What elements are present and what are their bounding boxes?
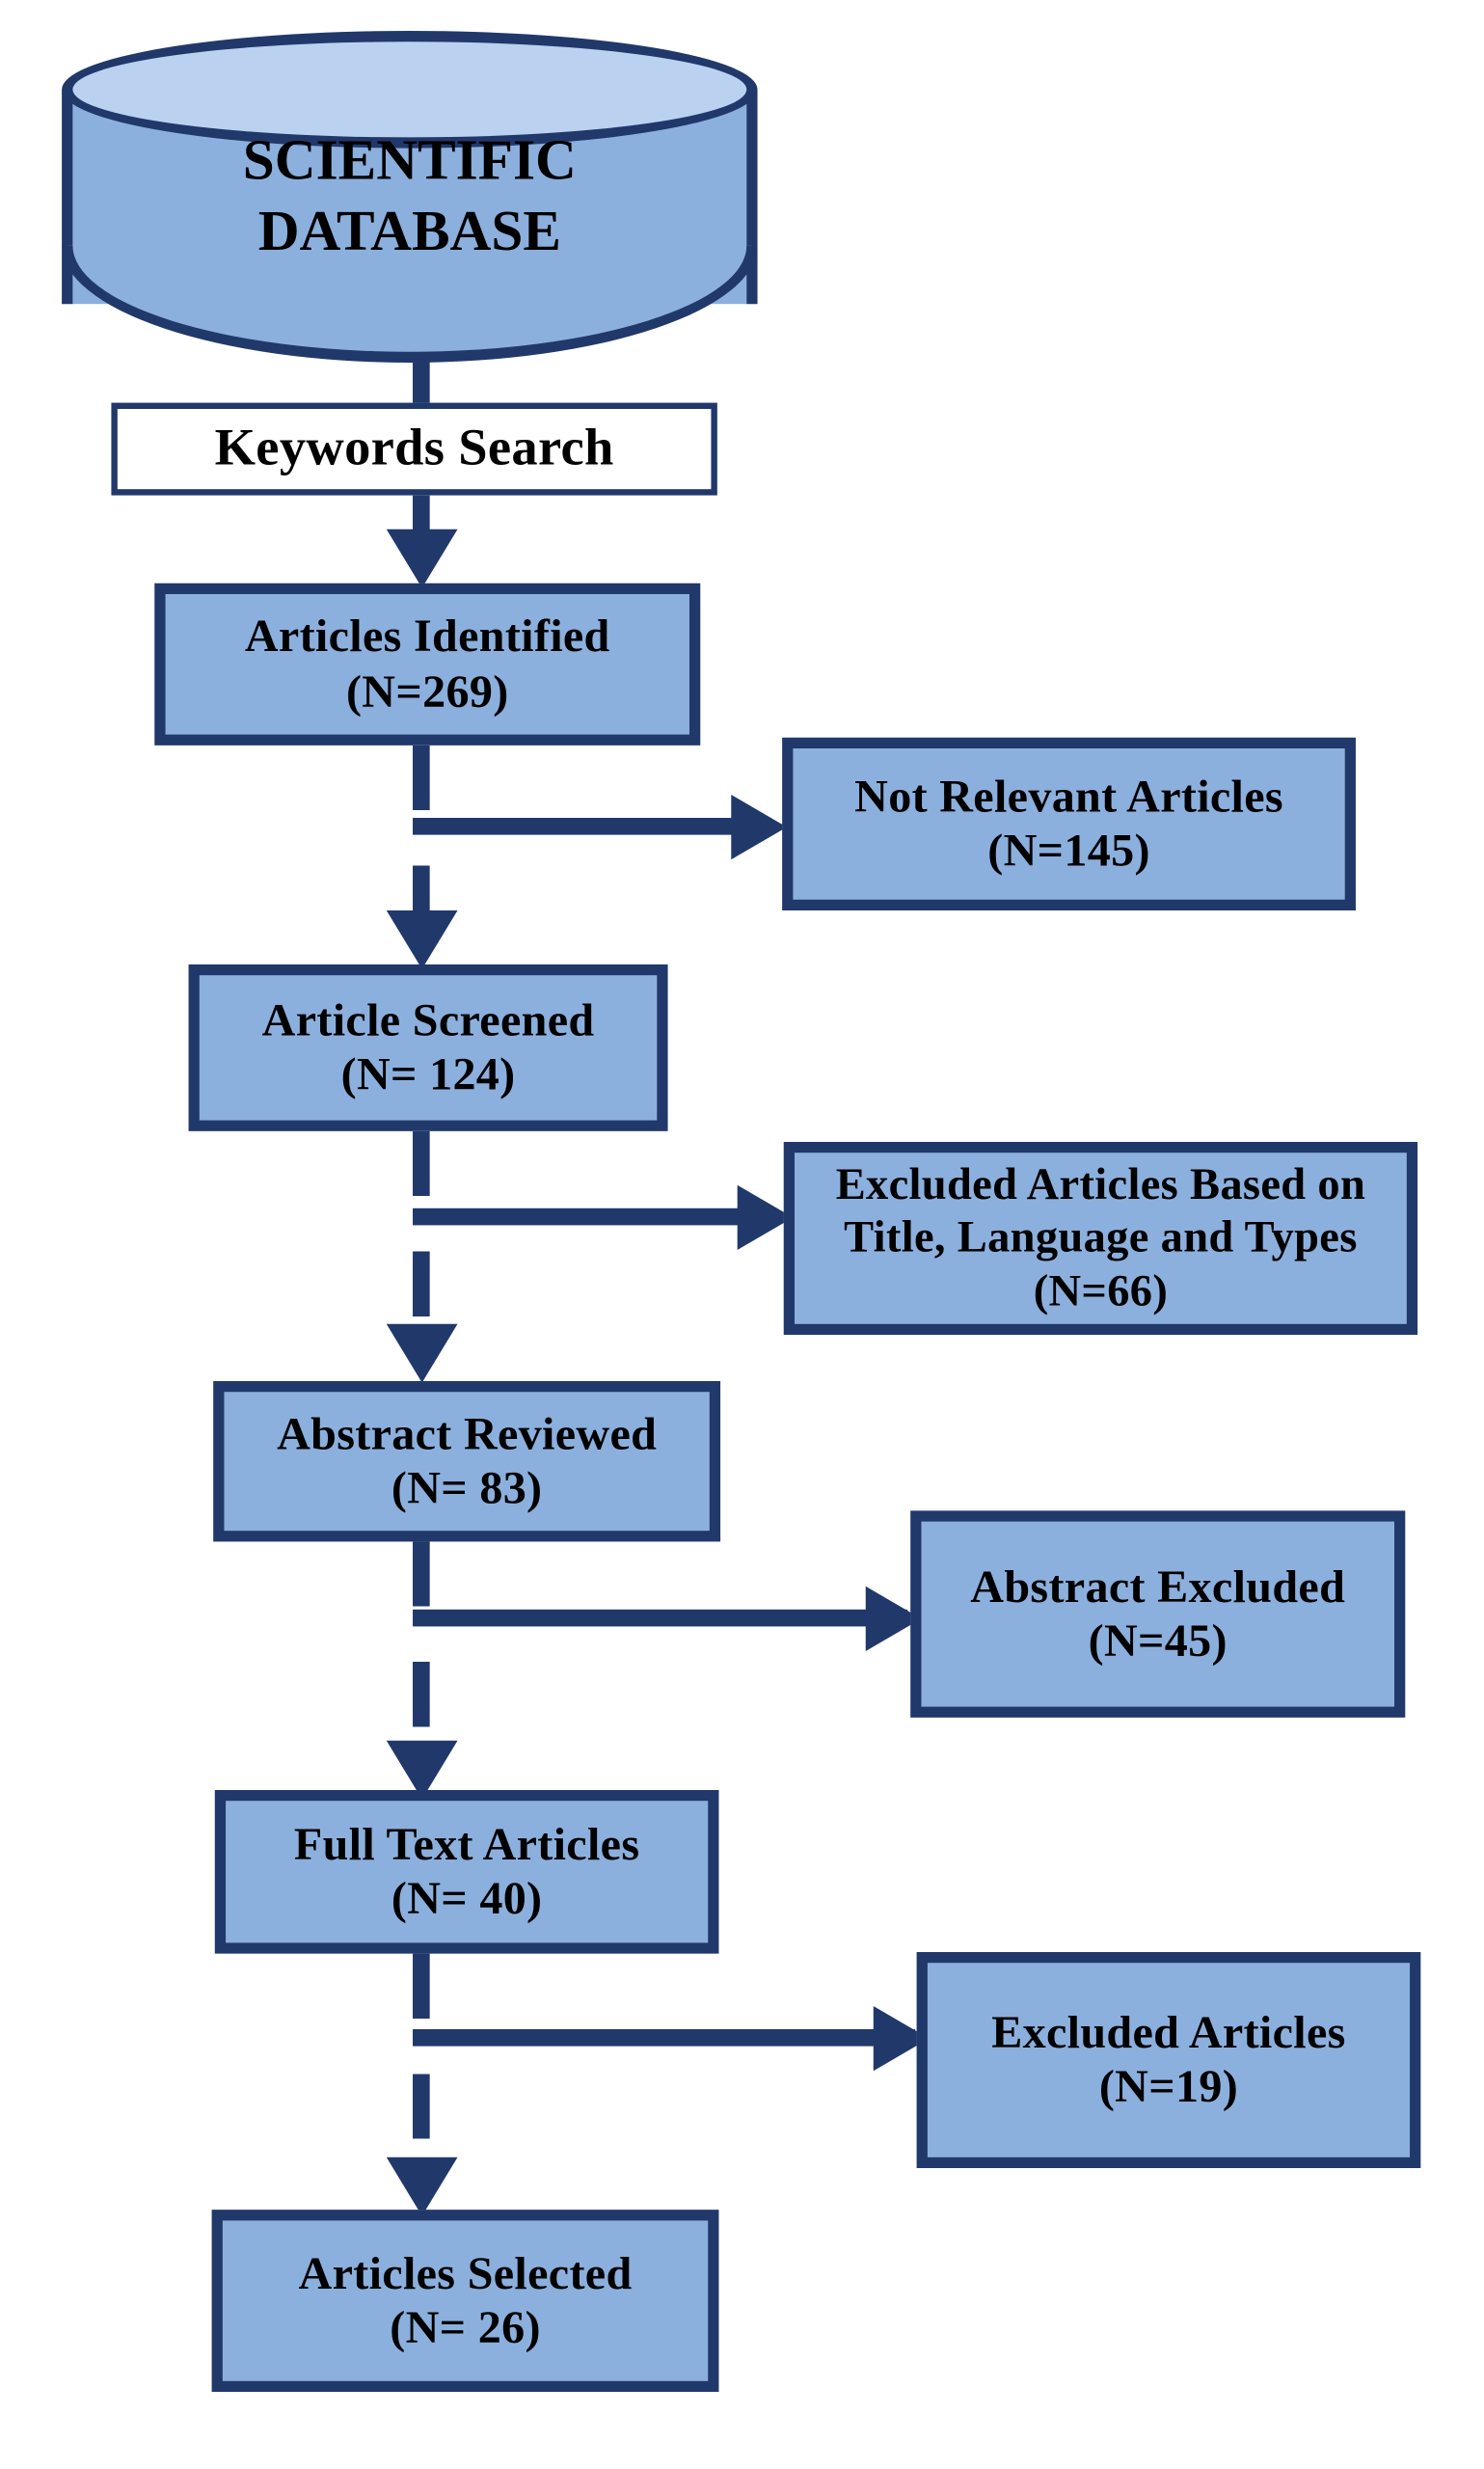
excluded-title-line1: Excluded Articles Based on — [835, 1160, 1366, 1210]
articles-identified-line2: (N=269) — [345, 665, 509, 718]
connector-to-abstract-excluded — [413, 1609, 908, 1627]
abstract-excluded-line2: (N=45) — [1088, 1615, 1228, 1667]
node-scientific-database[interactable]: SCIENTIFIC DATABASE — [62, 31, 758, 363]
node-excluded-title-language-types[interactable]: Excluded Articles Based on Title, Langua… — [783, 1142, 1418, 1335]
arrowhead-keywords-to-identified — [386, 529, 458, 588]
cylinder-top — [62, 31, 758, 149]
connector-screened-to-abstract — [413, 1130, 430, 1347]
keywords-search-label: Keywords Search — [214, 420, 614, 477]
abstract-reviewed-line1: Abstract Reviewed — [277, 1408, 658, 1459]
full-text-line2: (N= 40) — [391, 1873, 543, 1925]
connector-to-not-relevant — [413, 818, 771, 835]
connector-fulltext-to-selected — [413, 1953, 430, 2185]
arrowhead-identified-to-screened — [386, 910, 458, 969]
articles-selected-line1: Articles Selected — [298, 2247, 633, 2299]
node-articles-identified[interactable]: Articles Identified (N=269) — [154, 583, 701, 746]
connector-database-to-keywords — [413, 358, 430, 408]
abstract-excluded-line1: Abstract Excluded — [970, 1560, 1346, 1613]
article-screened-line1: Article Screened — [261, 994, 595, 1046]
node-not-relevant-articles[interactable]: Not Relevant Articles (N=145) — [782, 737, 1356, 910]
full-text-line1: Full Text Articles — [293, 1818, 640, 1870]
excluded-articles-line1: Excluded Articles — [991, 2006, 1346, 2058]
node-articles-selected[interactable]: Articles Selected (N= 26) — [211, 2210, 719, 2392]
database-label-line1: SCIENTIFIC — [242, 130, 577, 194]
node-full-text-articles[interactable]: Full Text Articles (N= 40) — [214, 1790, 719, 1954]
node-article-screened[interactable]: Article Screened (N= 124) — [188, 964, 668, 1131]
arrowhead-to-not-relevant — [731, 795, 787, 860]
articles-identified-line1: Articles Identified — [244, 610, 610, 663]
node-abstract-excluded[interactable]: Abstract Excluded (N=45) — [910, 1510, 1406, 1718]
database-label: SCIENTIFIC DATABASE — [62, 31, 757, 363]
article-screened-line2: (N= 124) — [340, 1049, 516, 1100]
excluded-title-line2: Title, Language and Types — [844, 1213, 1358, 1263]
arrowhead-screened-to-abstract — [386, 1323, 458, 1383]
not-relevant-line2: (N=145) — [987, 826, 1150, 877]
connector-abstract-to-fulltext — [413, 1541, 430, 1766]
database-label-line2: DATABASE — [257, 200, 561, 263]
arrowhead-abstract-to-fulltext — [386, 1740, 458, 1800]
node-abstract-reviewed[interactable]: Abstract Reviewed (N= 83) — [213, 1381, 721, 1542]
arrowhead-fulltext-to-selected — [386, 2157, 458, 2216]
excluded-articles-line2: (N=19) — [1098, 2061, 1239, 2113]
not-relevant-line1: Not Relevant Articles — [854, 771, 1283, 823]
connector-to-excluded-articles — [413, 2029, 916, 2047]
connector-to-excluded-title — [413, 1207, 778, 1226]
node-excluded-articles[interactable]: Excluded Articles (N=19) — [916, 1952, 1421, 2168]
abstract-reviewed-line2: (N= 83) — [391, 1462, 543, 1514]
excluded-title-line3: (N=66) — [1033, 1265, 1169, 1316]
connector-identified-to-screened — [413, 745, 430, 940]
node-keywords-search[interactable]: Keywords Search — [111, 402, 717, 496]
articles-selected-line2: (N= 26) — [390, 2302, 541, 2353]
